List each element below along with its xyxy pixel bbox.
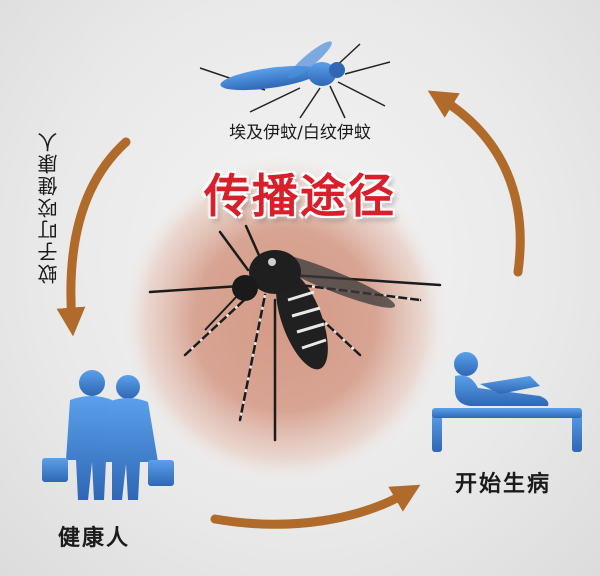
arrow-bottom (210, 484, 421, 529)
healthy-person-label: 健康人 (58, 526, 131, 551)
healthy-people-icon (42, 370, 174, 500)
mosquito-blue-icon (199, 41, 391, 119)
arrow-top-left (56, 137, 131, 337)
mosquito-species-label: 埃及伊蚊/白纹伊蚊 (229, 123, 371, 143)
arrow-right (427, 90, 525, 277)
diagram-title: 传播途径 (204, 169, 396, 223)
mosquito-icon (148, 224, 442, 442)
sick-person-in-bed-icon (432, 352, 582, 452)
sick-step-label: 开始生病 (455, 472, 552, 497)
bite-step-label: 蚊子叮咬健康人 (37, 130, 61, 284)
